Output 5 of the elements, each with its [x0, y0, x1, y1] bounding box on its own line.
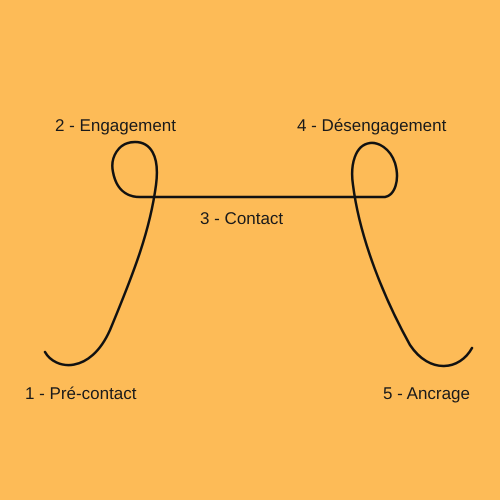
- stage-label: 1 - Pré-contact: [25, 384, 136, 404]
- stage-label: 3 - Contact: [200, 209, 284, 229]
- stage-label: 2 - Engagement: [55, 116, 176, 136]
- stage-label: 4 - Désengagement: [297, 116, 446, 136]
- stage-label: 5 - Ancrage: [383, 384, 470, 404]
